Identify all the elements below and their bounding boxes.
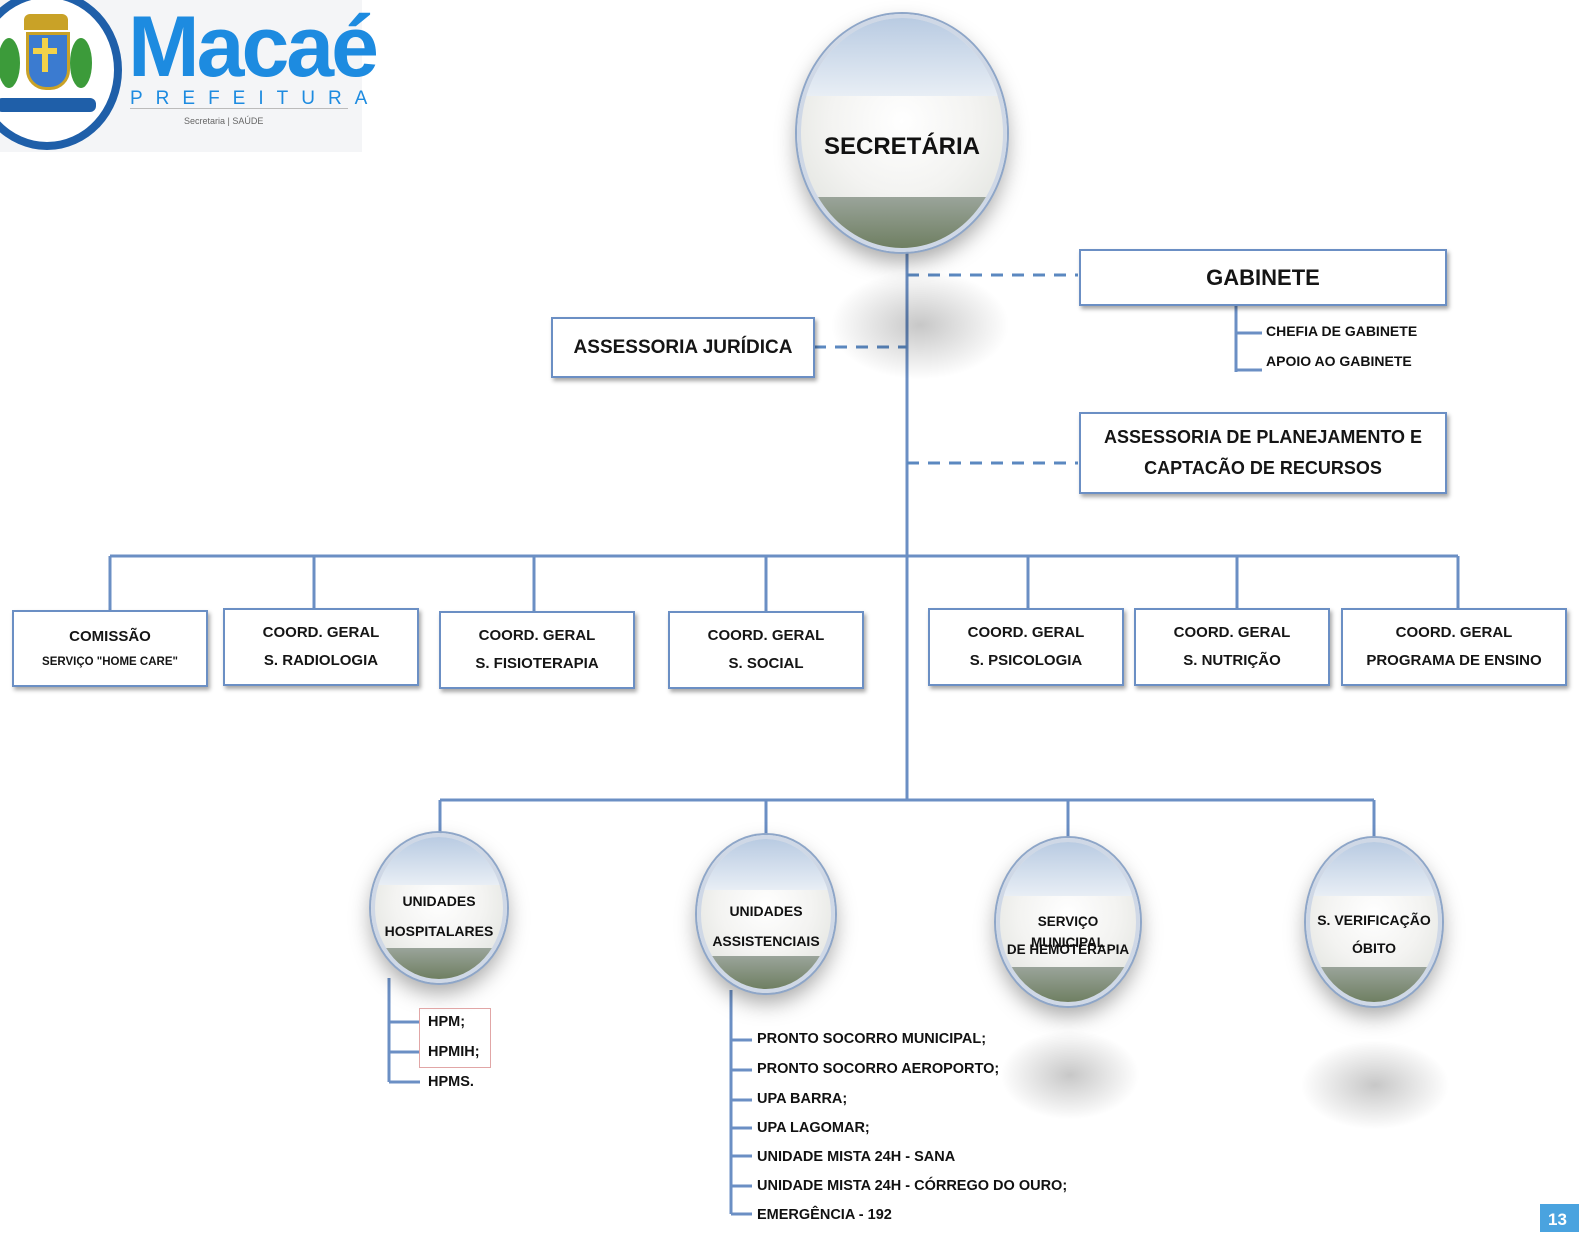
hospitalares-item: HPMS. [428, 1074, 474, 1090]
assistenciais-item: UPA LAGOMAR; [757, 1120, 870, 1136]
assistenciais-item: UNIDADE MISTA 24H - CÓRREGO DO OURO; [757, 1178, 1068, 1194]
coord-line-1: COORD. GERAL [707, 626, 825, 644]
assistenciais-item: EMERGÊNCIA - 192 [757, 1207, 892, 1223]
planejamento-line-2: CAPTACÃO DE RECURSOS [1144, 458, 1382, 478]
assessoria-planejamento-box[interactable]: ASSESSORIA DE PLANEJAMENTO E CAPTACÃO DE… [1079, 412, 1447, 494]
planejamento-line-1: ASSESSORIA DE PLANEJAMENTO E [1103, 426, 1423, 447]
coord-line-2: SERVIÇO "HOME CARE" [42, 655, 178, 668]
coord-line-2: S. RADIOLOGIA [263, 652, 379, 669]
coord-box-home-care[interactable]: COMISSÃO SERVIÇO "HOME CARE" [12, 610, 208, 687]
assessoria-juridica-title: ASSESSORIA JURÍDICA [573, 336, 793, 358]
unit-line-1: UNIDADES [729, 903, 803, 919]
unidades-assistenciais-node[interactable]: UNIDADES ASSISTENCIAIS [697, 835, 835, 993]
coord-line-1: COORD. GERAL [478, 626, 596, 644]
unit-line-2: DE HEMOTERAPIA [1006, 942, 1130, 957]
assistenciais-item: UPA BARRA; [757, 1091, 848, 1107]
coord-line-1: COORD. GERAL [967, 623, 1085, 641]
coord-box-psicologia[interactable]: COORD. GERAL S. PSICOLOGIA [928, 608, 1124, 686]
coord-box-fisioterapia[interactable]: COORD. GERAL S. FISIOTERAPIA [439, 611, 635, 689]
secretaria-label: SECRETÁRIA [823, 133, 980, 160]
coord-box-radiologia[interactable]: COORD. GERAL S. RADIOLOGIA [223, 608, 419, 686]
unit-line-2: ASSISTENCIAIS [712, 933, 820, 949]
assistenciais-item: PRONTO SOCORRO AEROPORTO; [757, 1061, 1000, 1077]
prefeitura-logo: Macaé PREFEITURA Secretaria | SAÚDE [0, 0, 379, 152]
city-seal-icon [0, 0, 122, 150]
servico-hemoterapia-node[interactable]: SERVIÇO MUNICIPAL DE HEMOTERAPIA [996, 838, 1140, 1006]
unit-line-1: S. VERIFICAÇÃO [1317, 912, 1431, 928]
page-number-badge: 13 [1540, 1204, 1579, 1232]
hospitalares-item: HPMIH; [428, 1044, 480, 1060]
logo-department: Secretaria | SAÚDE [184, 116, 264, 126]
coord-line-2: PROGRAMA DE ENSINO [1366, 652, 1542, 669]
coord-box-social[interactable]: COORD. GERAL S. SOCIAL [668, 611, 864, 689]
unidades-hospitalares-node[interactable]: UNIDADES HOSPITALARES [371, 833, 507, 983]
hospitalares-item: HPM; [428, 1014, 466, 1030]
unit-line-2: HOSPITALARES [384, 923, 494, 939]
unit-line-1: UNIDADES [402, 893, 476, 909]
logo-wordmark: Macaé [128, 0, 379, 95]
gabinete-title: GABINETE [1206, 264, 1320, 290]
coord-line-1: COMISSÃO [69, 628, 151, 646]
secretaria-node[interactable]: SECRETÁRIA [797, 14, 1007, 252]
gabinete-child-item: APOIO AO GABINETE [1266, 353, 1412, 369]
assistenciais-item: UNIDADE MISTA 24H - SANA [757, 1149, 956, 1165]
coord-line-1: COORD. GERAL [262, 623, 380, 641]
coord-line-2: S. FISIOTERAPIA [475, 655, 599, 672]
hospitalares-highlight [419, 1008, 491, 1068]
logo-subtitle: PREFEITURA [130, 88, 381, 109]
verificacao-obito-node[interactable]: S. VERIFICAÇÃO ÓBITO [1306, 838, 1442, 1006]
assistenciais-item: PRONTO SOCORRO MUNICIPAL; [757, 1031, 987, 1047]
coord-line-1: COORD. GERAL [1395, 623, 1513, 641]
unit-line-1: SERVIÇO MUNICIPAL [1031, 914, 1105, 950]
coord-line-1: COORD. GERAL [1173, 623, 1291, 641]
unit-line-2: ÓBITO [1351, 940, 1397, 956]
coord-line-2: S. PSICOLOGIA [969, 652, 1083, 669]
gabinete-child-item: CHEFIA DE GABINETE [1266, 323, 1418, 339]
gabinete-box[interactable]: GABINETE [1079, 249, 1447, 306]
coord-box-nutricao[interactable]: COORD. GERAL S. NUTRIÇÃO [1134, 608, 1330, 686]
assessoria-juridica-box[interactable]: ASSESSORIA JURÍDICA [551, 317, 815, 378]
coord-line-2: S. SOCIAL [728, 655, 804, 672]
coord-box-programa-ensino[interactable]: COORD. GERAL PROGRAMA DE ENSINO [1341, 608, 1567, 686]
coord-line-2: S. NUTRIÇÃO [1183, 652, 1281, 669]
